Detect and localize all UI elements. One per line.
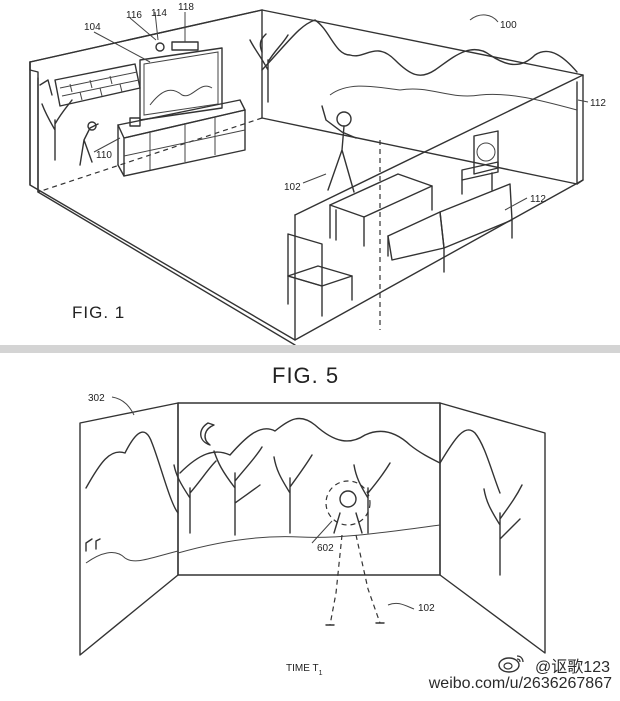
weibo-logo-icon [498,655,524,673]
watermark-url: weibo.com/u/2636267867 [428,675,612,692]
figure-1-drawing: 104 116 114 118 100 112 110 102 112 FIG.… [29,2,606,345]
leader-lines-fig5 [111,396,415,610]
time-label-subscript: 1 [319,670,323,677]
couch [387,183,513,273]
figure-1-panel: 104 116 114 118 100 112 110 102 112 FIG.… [0,0,620,345]
ref-100: 100 [500,20,517,31]
panoramic-screen [79,402,546,656]
center-panel-scene [173,417,441,554]
figure-5-drawing: FIG. 5 [79,363,546,677]
figure-5-panel: FIG. 5 [0,353,620,701]
ref-102-fig5: 102 [418,603,435,614]
chair-front [287,233,353,317]
ref-110: 110 [96,150,112,161]
chair-back [461,130,499,195]
ref-302: 302 [88,393,105,404]
right-panel-scene [439,429,523,576]
ref-118: 118 [178,2,194,13]
time-label: TIME T1 [286,663,323,677]
ref-114: 114 [151,8,167,19]
ref-112-furniture: 112 [530,194,546,205]
panel-divider [0,345,620,353]
table [329,173,433,247]
display-screen [139,41,223,121]
highlighted-user [325,480,385,626]
ref-116: 116 [126,10,142,21]
left-wall-scene [39,79,99,166]
ref-602: 602 [317,543,334,554]
wall-mountains [261,19,578,111]
wall-tree [249,33,289,103]
ref-112-wall: 112 [590,98,606,109]
figure-1-caption: FIG. 1 [72,303,125,322]
leader-lines [93,11,589,211]
room-box [29,9,584,345]
ref-104: 104 [84,22,101,33]
ref-102: 102 [284,182,301,193]
watermark-handle: @讴歌123 [535,659,610,676]
figure-5-caption: FIG. 5 [272,363,339,388]
media-cabinet [117,99,246,177]
time-label-text: TIME T [286,663,319,674]
brick-wall [54,63,141,107]
left-panel-scene [85,431,179,564]
user-figure [321,105,357,193]
